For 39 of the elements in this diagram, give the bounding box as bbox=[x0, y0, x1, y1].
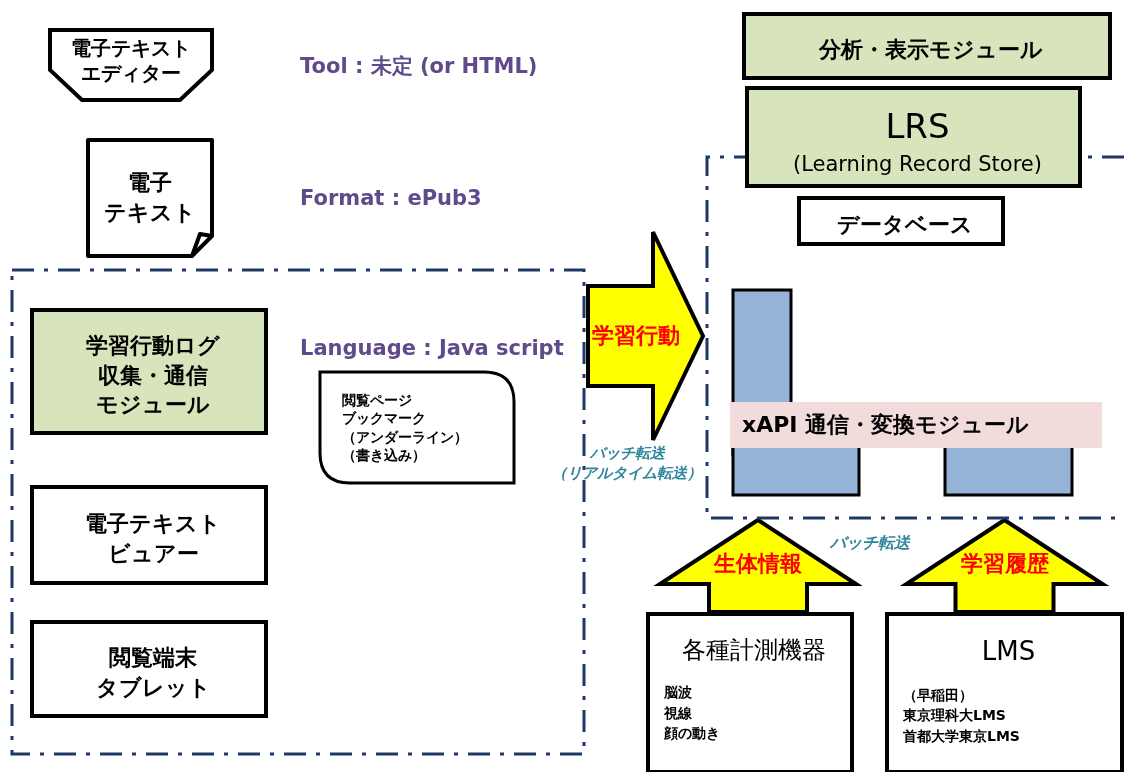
block-arrow bbox=[899, 517, 1110, 614]
module-box bbox=[30, 308, 268, 435]
node-detail: 脳波視線顔の動き bbox=[664, 683, 720, 743]
block-arrow bbox=[586, 230, 706, 442]
node-detail: （早稲田）東京理科大LMS首都大学東京LMS bbox=[903, 686, 1020, 746]
node-title: 電子テキストビュアー bbox=[85, 510, 221, 568]
note-box bbox=[318, 370, 516, 485]
lms-box bbox=[885, 612, 1124, 772]
node-title: LMS bbox=[981, 635, 1036, 668]
node-title: 閲覧ページブックマーク（アンダーライン）（書き込み） bbox=[342, 391, 469, 464]
lrs-box bbox=[745, 86, 1082, 188]
node-title: 電子テキストエディター bbox=[71, 36, 191, 86]
device-box bbox=[30, 620, 268, 718]
spec-text: Format : ePub3 bbox=[300, 186, 482, 210]
edge-label: 生体情報 bbox=[714, 550, 802, 579]
dashed-group-frame bbox=[10, 268, 586, 756]
transfer-note: バッチ転送 bbox=[830, 533, 910, 554]
node-title: 学習行動ログ収集・通信モジュール bbox=[86, 331, 220, 420]
node-title: 各種計測機器 bbox=[682, 635, 826, 666]
module-box bbox=[742, 12, 1112, 80]
node-title: 閲覧端末タブレット bbox=[95, 644, 211, 702]
edge-label: 学習履歴 bbox=[960, 550, 1049, 579]
spec-text: Language : Java script bbox=[300, 336, 564, 360]
node-title: 分析・表示モジュール bbox=[819, 36, 1043, 65]
viewer-box bbox=[30, 485, 268, 585]
node-detail: (Learning Record Store) bbox=[793, 150, 1042, 178]
node-title: LRS bbox=[885, 104, 950, 148]
device-box bbox=[646, 612, 854, 772]
block-arrow bbox=[653, 517, 863, 614]
node-title: データベース bbox=[837, 211, 973, 240]
edge-label: 学習行動 bbox=[592, 322, 681, 350]
node-title: 電子テキスト bbox=[104, 169, 196, 227]
editor-shape bbox=[48, 28, 214, 102]
node-title: xAPI 通信・変換モジュール bbox=[742, 411, 1030, 439]
database-box bbox=[797, 196, 1005, 246]
document-shape bbox=[86, 138, 214, 258]
transfer-note: バッチ転送（リアルタイム転送） bbox=[551, 444, 703, 483]
spec-text: Tool : 未定 (or HTML) bbox=[300, 53, 538, 80]
module-band bbox=[730, 402, 1102, 448]
